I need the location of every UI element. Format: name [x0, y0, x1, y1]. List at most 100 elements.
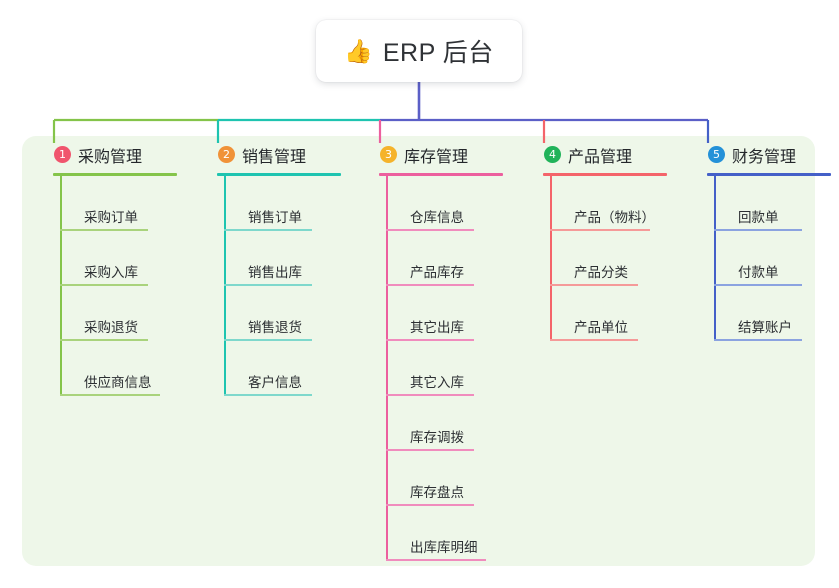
branch-column-2: 2 销售管理销售订单销售出库销售退货客户信息	[200, 136, 365, 396]
leaf-item-rule	[550, 284, 638, 286]
leaf-item-label: 销售退货	[248, 320, 302, 336]
leaf-item-rule	[386, 339, 474, 341]
branch-rule-4	[543, 173, 667, 176]
branch-rule-2	[217, 173, 341, 176]
leaf-item-rule	[386, 504, 474, 506]
leaf-item-label: 仓库信息	[410, 210, 464, 226]
leaf-item[interactable]: 其它出库	[386, 286, 527, 341]
leaf-item-rule	[386, 229, 474, 231]
branch-items-3: 仓库信息产品库存其它出库其它入库库存调拨库存盘点出库库明细	[386, 176, 527, 561]
leaf-item[interactable]: 库存调拨	[386, 396, 527, 451]
branch-column-1: 1 采购管理采购订单采购入库采购退货供应商信息	[36, 136, 201, 396]
branch-title-5: 财务管理	[732, 148, 797, 166]
branch-title-3: 库存管理	[404, 148, 469, 166]
branch-header-3[interactable]: 3 库存管理	[362, 136, 527, 173]
leaf-item-label: 回款单	[738, 210, 779, 226]
leaf-item-rule	[714, 284, 802, 286]
branch-title-2: 销售管理	[242, 148, 307, 166]
branch-title-1: 采购管理	[78, 148, 143, 166]
leaf-item[interactable]: 销售出库	[224, 231, 365, 286]
leaf-item[interactable]: 出库库明细	[386, 506, 527, 561]
leaf-item-rule	[60, 394, 160, 396]
leaf-item-label: 出库库明细	[410, 540, 478, 556]
leaf-item-label: 销售订单	[248, 210, 302, 226]
diagram-panel	[22, 136, 815, 566]
leaf-item-label: 其它入库	[410, 375, 464, 391]
leaf-item-rule	[550, 339, 638, 341]
leaf-item-rule	[714, 229, 802, 231]
leaf-item-label: 供应商信息	[84, 375, 152, 391]
leaf-item-label: 产品（物料）	[574, 210, 655, 226]
leaf-item-label: 产品分类	[574, 265, 628, 281]
branch-badge-3: 3	[380, 146, 397, 163]
leaf-item[interactable]: 产品（物料）	[550, 176, 691, 231]
leaf-item-rule	[60, 339, 148, 341]
leaf-item-label: 产品单位	[574, 320, 628, 336]
root-node-title: ERP 后台	[382, 39, 494, 67]
branch-badge-1: 1	[54, 146, 71, 163]
leaf-item-rule	[714, 339, 802, 341]
leaf-item[interactable]: 付款单	[714, 231, 839, 286]
leaf-item[interactable]: 供应商信息	[60, 341, 201, 396]
branch-badge-5: 5	[708, 146, 725, 163]
leaf-item-label: 库存盘点	[410, 485, 464, 501]
branch-items-1: 采购订单采购入库采购退货供应商信息	[60, 176, 201, 396]
leaf-item[interactable]: 客户信息	[224, 341, 365, 396]
branch-column-3: 3 库存管理仓库信息产品库存其它出库其它入库库存调拨库存盘点出库库明细	[362, 136, 527, 561]
leaf-item[interactable]: 产品分类	[550, 231, 691, 286]
branch-title-4: 产品管理	[568, 148, 633, 166]
leaf-item-rule	[224, 229, 312, 231]
leaf-item-label: 采购订单	[84, 210, 138, 226]
branch-items-4: 产品（物料） 产品分类产品单位	[550, 176, 691, 341]
leaf-item[interactable]: 产品库存	[386, 231, 527, 286]
branch-badge-4: 4	[544, 146, 561, 163]
leaf-item-label: 结算账户	[738, 320, 792, 336]
leaf-item[interactable]: 销售退货	[224, 286, 365, 341]
branch-column-5: 5 财务管理回款单付款单结算账户	[690, 136, 839, 341]
branch-columns: 1 采购管理采购订单采购入库采购退货供应商信息 2 销售管理销售订单销售出库销售退货客…	[22, 136, 831, 566]
leaf-item[interactable]: 仓库信息	[386, 176, 527, 231]
leaf-item-label: 产品库存	[410, 265, 464, 281]
branch-spine-1	[60, 176, 62, 396]
leaf-item-label: 采购退货	[84, 320, 138, 336]
leaf-item-rule	[550, 229, 650, 231]
branch-rule-3	[379, 173, 503, 176]
leaf-item-rule	[386, 449, 474, 451]
branch-spine-4	[550, 176, 552, 341]
leaf-item[interactable]: 库存盘点	[386, 451, 527, 506]
root-node-card[interactable]: 👍 ERP 后台	[316, 20, 522, 82]
branch-spine-3	[386, 176, 388, 561]
branch-rule-5	[707, 173, 831, 176]
leaf-item-label: 采购入库	[84, 265, 138, 281]
branch-items-5: 回款单付款单结算账户	[714, 176, 839, 341]
branch-spine-2	[224, 176, 226, 396]
branch-header-5[interactable]: 5 财务管理	[690, 136, 839, 173]
leaf-item[interactable]: 销售订单	[224, 176, 365, 231]
branch-spine-5	[714, 176, 716, 341]
leaf-item-rule	[224, 284, 312, 286]
leaf-item-label: 销售出库	[248, 265, 302, 281]
leaf-item-rule	[60, 284, 148, 286]
leaf-item[interactable]: 产品单位	[550, 286, 691, 341]
branch-header-4[interactable]: 4 产品管理	[526, 136, 691, 173]
leaf-item-label: 客户信息	[248, 375, 302, 391]
branch-items-2: 销售订单销售出库销售退货客户信息	[224, 176, 365, 396]
leaf-item-rule	[386, 394, 474, 396]
leaf-item[interactable]: 采购订单	[60, 176, 201, 231]
branch-header-1[interactable]: 1 采购管理	[36, 136, 201, 173]
branch-badge-2: 2	[218, 146, 235, 163]
leaf-item[interactable]: 结算账户	[714, 286, 839, 341]
branch-column-4: 4 产品管理产品（物料） 产品分类产品单位	[526, 136, 691, 341]
leaf-item-label: 库存调拨	[410, 430, 464, 446]
leaf-item[interactable]: 采购入库	[60, 231, 201, 286]
leaf-item-rule	[386, 559, 486, 561]
leaf-item-label: 其它出库	[410, 320, 464, 336]
leaf-item-rule	[60, 229, 148, 231]
leaf-item-rule	[224, 394, 312, 396]
leaf-item[interactable]: 采购退货	[60, 286, 201, 341]
thumbs-up-icon: 👍	[344, 37, 373, 64]
branch-header-2[interactable]: 2 销售管理	[200, 136, 365, 173]
leaf-item[interactable]: 其它入库	[386, 341, 527, 396]
leaf-item[interactable]: 回款单	[714, 176, 839, 231]
leaf-item-rule	[386, 284, 474, 286]
